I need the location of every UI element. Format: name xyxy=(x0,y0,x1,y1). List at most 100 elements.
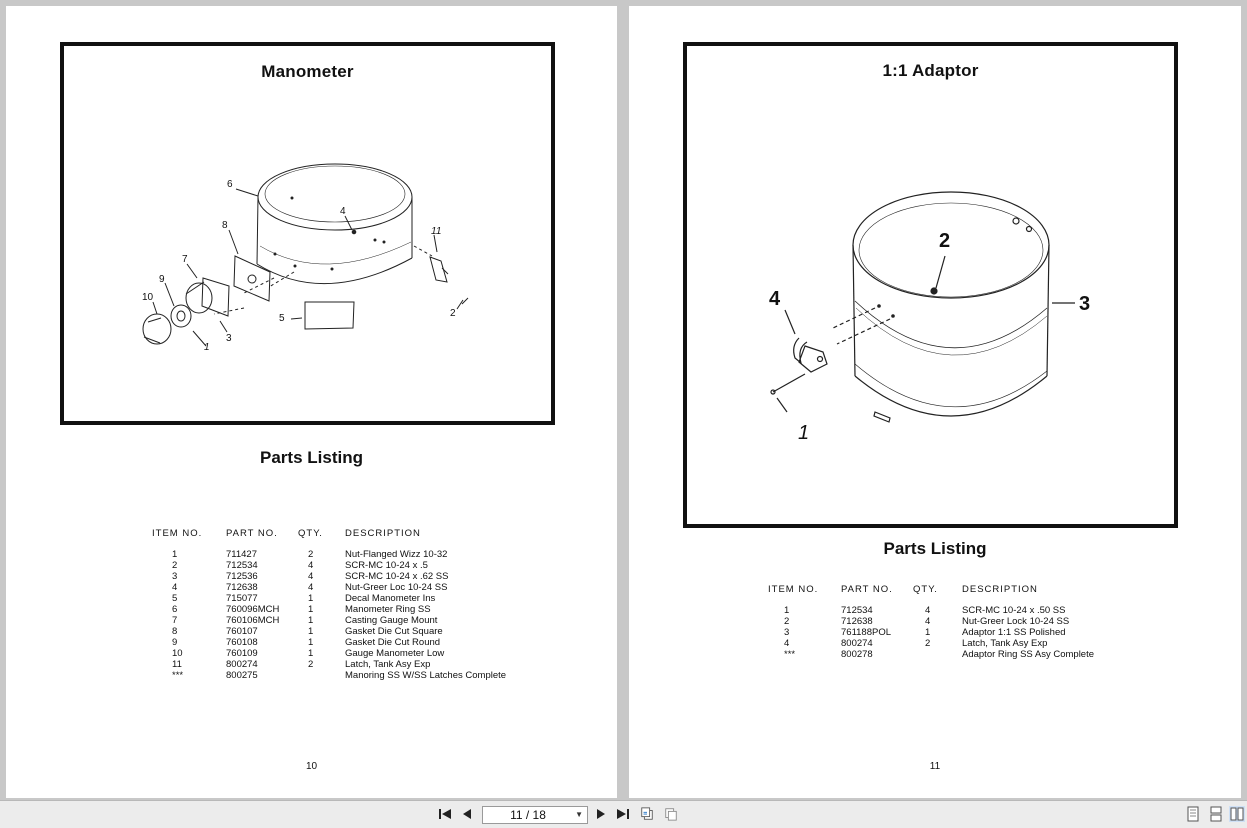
cell-item-no: 11 xyxy=(172,659,182,670)
cell-item-no: 6 xyxy=(172,604,178,615)
first-page-icon[interactable] xyxy=(438,807,452,821)
parts-listing-title: Parts Listing xyxy=(883,539,987,558)
next-page-icon[interactable] xyxy=(594,807,608,821)
cell-description: Manoring SS W/SS Latches Complete xyxy=(345,670,507,681)
cell-item-no: 2 xyxy=(784,616,790,627)
header-description: DESCRIPTION xyxy=(962,584,1038,595)
table-row: 5 715077 1 Decal Manometer Ins xyxy=(152,593,506,604)
cell-description: Decal Manometer Ins xyxy=(345,593,436,604)
cell-item-no: 1 xyxy=(784,605,790,616)
cell-description: Gasket Die Cut Round xyxy=(345,637,441,648)
cell-description: SCR-MC 10-24 x .50 SS xyxy=(962,605,1066,616)
cell-qty: 1 xyxy=(308,637,314,648)
cell-description: SCR-MC 10-24 x .62 SS xyxy=(345,571,449,582)
page-number-select[interactable]: 11 / 18 ▼ xyxy=(482,806,588,824)
cell-part-no: 712638 xyxy=(841,616,873,627)
cell-part-no: 715077 xyxy=(226,593,258,604)
cell-description: Nut-Greer Loc 10-24 SS xyxy=(345,582,448,593)
callout-2: 2 xyxy=(939,230,950,252)
header-qty: QTY. xyxy=(298,528,323,539)
callout-10: 10 xyxy=(142,292,154,303)
single-page-view-icon[interactable] xyxy=(1186,806,1200,822)
cell-description: Latch, Tank Asy Exp xyxy=(962,638,1048,649)
forward-view-icon[interactable] xyxy=(664,807,678,821)
viewer-toolbar: 11 / 18 ▼ xyxy=(0,800,1247,828)
back-view-icon[interactable] xyxy=(640,807,654,821)
chevron-down-icon: ▼ xyxy=(575,810,583,819)
cell-qty: 1 xyxy=(308,604,314,615)
cell-qty: 2 xyxy=(925,638,931,649)
cell-part-no: 760107 xyxy=(226,626,258,637)
cell-part-no: 712536 xyxy=(226,571,258,582)
cell-qty: 4 xyxy=(308,560,314,571)
callout-8: 8 xyxy=(222,220,228,231)
cell-item-no: *** xyxy=(172,670,184,681)
cell-part-no: 760106MCH xyxy=(226,615,280,626)
callout-4: 4 xyxy=(769,288,781,310)
cell-part-no: 800274 xyxy=(841,638,873,649)
cell-part-no: 800278 xyxy=(841,649,873,660)
cell-qty: 2 xyxy=(308,659,314,670)
cell-item-no: 5 xyxy=(172,593,178,604)
two-page-view-icon[interactable] xyxy=(1229,806,1245,822)
cell-description: Casting Gauge Mount xyxy=(345,615,438,626)
manometer-diagram: 6 4 11 8 7 9 10 5 2 3 1 xyxy=(142,163,469,353)
header-qty: QTY. xyxy=(913,584,938,595)
cell-qty xyxy=(298,670,345,681)
callout-1: 1 xyxy=(204,342,210,353)
right-page: 1:1 Adaptor xyxy=(629,6,1241,798)
cell-part-no: 800274 xyxy=(226,659,258,670)
callout-3: 3 xyxy=(226,333,232,344)
cell-item-no: *** xyxy=(784,649,796,660)
header-description: DESCRIPTION xyxy=(345,528,421,539)
page-number: 11 xyxy=(929,761,941,772)
cell-part-no: 712534 xyxy=(226,560,258,571)
cell-part-no: 760108 xyxy=(226,637,258,648)
continuous-view-icon[interactable] xyxy=(1209,806,1223,822)
cell-item-no: 10 xyxy=(172,648,183,659)
prev-page-icon[interactable] xyxy=(460,807,474,821)
last-page-icon[interactable] xyxy=(616,807,630,821)
callout-9: 9 xyxy=(159,274,165,285)
callout-7: 7 xyxy=(182,254,188,265)
cell-item-no: 4 xyxy=(784,638,790,649)
callout-3: 3 xyxy=(1079,293,1090,315)
table-row: 4 712638 4 Nut-Greer Loc 10-24 SS xyxy=(152,582,506,593)
cell-item-no: 3 xyxy=(784,627,790,638)
cell-description: Nut-Greer Lock 10-24 SS xyxy=(962,616,1070,627)
cell-item-no: 4 xyxy=(172,582,178,593)
cell-description: Adaptor Ring SS Asy Complete xyxy=(962,649,1095,660)
cell-item-no: 2 xyxy=(172,560,178,571)
cell-qty: 1 xyxy=(308,593,314,604)
parts-table-header: ITEM NO. PART NO. QTY. DESCRIPTION xyxy=(152,528,506,549)
cell-part-no: 760096MCH xyxy=(226,604,280,615)
cell-description: SCR-MC 10-24 x .5 xyxy=(345,560,428,571)
header-part-no: PART NO. xyxy=(841,584,893,595)
cell-qty: 1 xyxy=(308,626,314,637)
cell-part-no: 800275 xyxy=(226,670,258,681)
adaptor-diagram: 2 3 4 1 xyxy=(769,191,1090,444)
diagram-title: 1:1 Adaptor xyxy=(882,61,979,80)
table-row: 2 712534 4 SCR-MC 10-24 x .5 xyxy=(152,560,506,571)
table-row: *** 800278 Adaptor Ring SS Asy Complete xyxy=(768,649,1094,660)
cell-part-no: 712638 xyxy=(226,582,258,593)
cell-description: Gasket Die Cut Square xyxy=(345,626,443,637)
cell-qty: 4 xyxy=(308,582,314,593)
cell-part-no: 712534 xyxy=(841,605,873,616)
cell-description: Manometer Ring SS xyxy=(345,604,431,615)
callout-5: 5 xyxy=(279,313,285,324)
parts-listing-title: Parts Listing xyxy=(260,448,363,467)
left-page: Manometer xyxy=(6,6,617,798)
cell-part-no: 711427 xyxy=(226,549,257,560)
